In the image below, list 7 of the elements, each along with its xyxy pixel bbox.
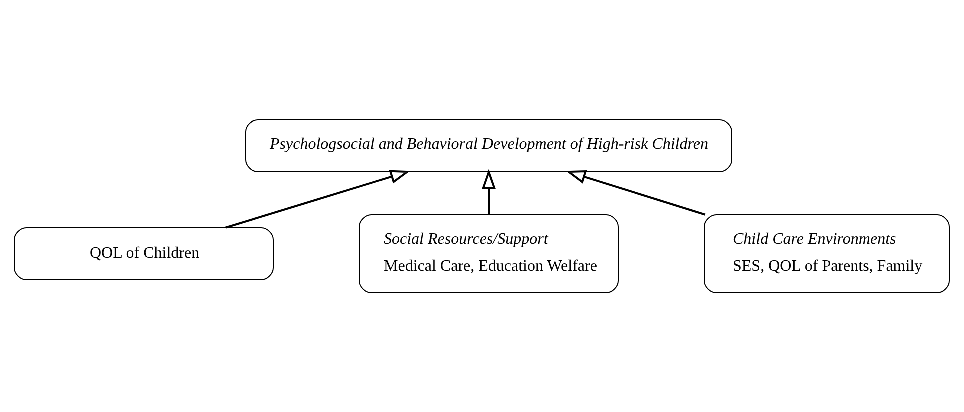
arrow [566,170,706,216]
node-box: Psychologsocial and Behavioral Development of High-risk Children [246,119,732,172]
node-box: Social Resources/Support Medical Care, Education Welfare [359,214,619,293]
node-box: QOL of Children [14,227,274,280]
arrow [482,168,496,214]
arrow [225,170,410,228]
node-box: Child Care Environments SES, QOL of Parents, Family [704,214,950,293]
